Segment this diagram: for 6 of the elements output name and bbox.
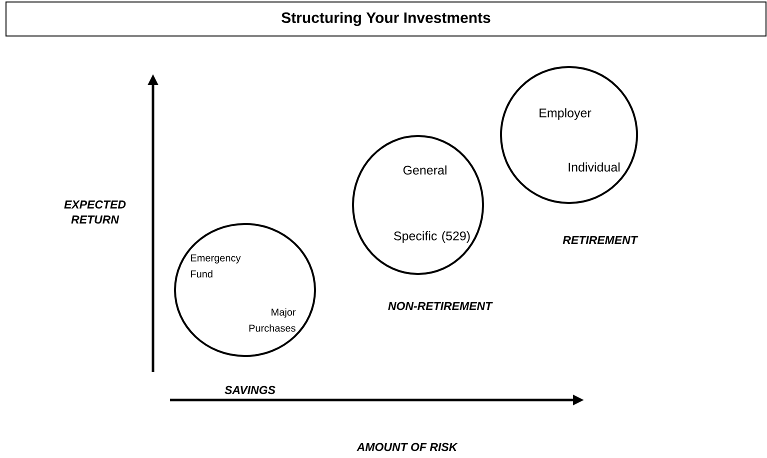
- circle-caption: NON-RETIREMENT: [388, 302, 493, 310]
- title-bar: Structuring Your Investments: [6, 2, 766, 36]
- circle-caption: SAVINGS: [224, 386, 276, 394]
- axis-label: EXPECTED RETURN: [64, 200, 126, 224]
- axis-label: AMOUNT OF RISK: [356, 442, 458, 452]
- circle-caption: RETIREMENT: [562, 236, 638, 244]
